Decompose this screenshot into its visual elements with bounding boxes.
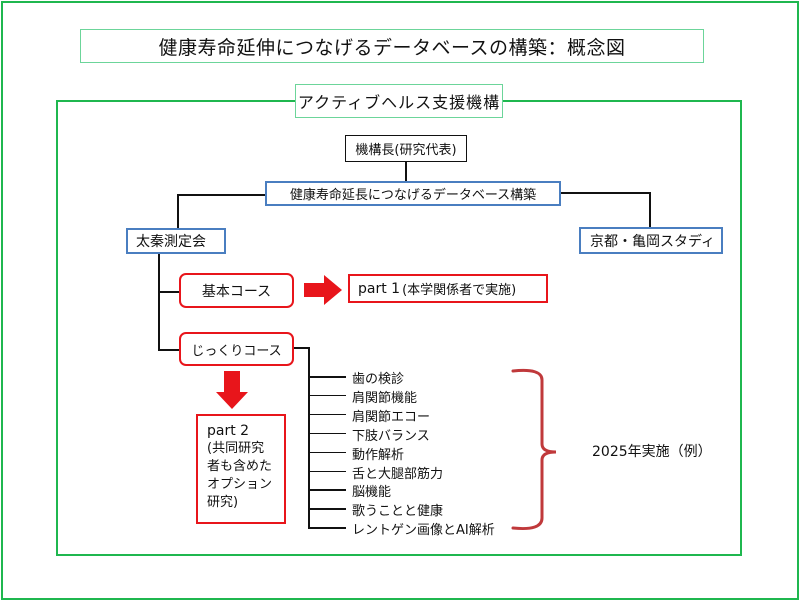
part1-note: (本学関係者で実施) <box>402 283 517 298</box>
item-tick <box>308 394 346 397</box>
connector-basic <box>158 291 179 293</box>
intensive-course-box: じっくりコース <box>179 332 294 366</box>
project-box: 健康寿命延長につなげるデータベース構築 <box>265 181 561 206</box>
part2-line: 者も含めた <box>207 459 273 474</box>
curly-brace-icon <box>511 368 557 530</box>
measurement-item: 動作解析 <box>352 447 405 463</box>
item-tick <box>308 508 346 510</box>
part2-label: part 2 <box>207 423 250 439</box>
item-tick <box>308 432 346 435</box>
item-tick <box>308 376 346 378</box>
uzumasa-box: 太秦測定会 <box>126 228 226 254</box>
connector-items-trunk <box>308 347 310 528</box>
item-tick <box>308 413 346 416</box>
measurement-item: 歯の検診 <box>352 372 405 387</box>
part2-box: part 2 (共同研究 者も含めた オプション 研究) <box>196 414 286 524</box>
connector-uzumasa-trunk <box>158 254 160 350</box>
item-tick <box>308 527 346 529</box>
diagram-title: 健康寿命延伸につなげるデータベースの構築：概念図 <box>80 29 704 63</box>
connector-right-down <box>649 192 651 227</box>
measurement-item: 肩関節機能 <box>352 390 418 406</box>
connector-director-project <box>405 162 407 181</box>
part1-box: part 1 (本学関係者で実施) <box>348 274 548 303</box>
part2-line: オプション <box>207 477 273 492</box>
measurement-item: 舌と大腿部筋力 <box>352 466 444 482</box>
measurement-item: レントゲン画像とAI解析 <box>352 523 495 539</box>
connector-project-right <box>561 192 650 194</box>
item-tick <box>308 489 346 491</box>
measurement-item: 脳機能 <box>352 485 392 501</box>
measurement-item: 下肢バランス <box>352 428 430 444</box>
part2-line: 研究) <box>207 495 239 510</box>
down-arrow-icon <box>216 371 248 409</box>
measurement-item: 肩関節エコー <box>352 409 431 425</box>
director-box: 機構長(研究代表) <box>345 135 467 162</box>
item-tick <box>308 470 346 472</box>
bracket-label: 2025年実施（例） <box>592 444 712 460</box>
connector-intensive-right <box>294 347 309 349</box>
item-tick <box>308 451 346 454</box>
connector-project-left <box>177 194 265 196</box>
measurement-item: 歌うことと健康 <box>352 504 444 520</box>
organization-title: アクティブヘルス支援機構 <box>295 84 503 118</box>
basic-course-box: 基本コース <box>179 273 294 308</box>
connector-intensive <box>158 349 179 351</box>
kyoto-kameoka-box: 京都・亀岡スタディ <box>579 227 723 254</box>
part1-label: part 1 <box>358 280 401 297</box>
connector-left-down <box>177 194 179 228</box>
part2-line: (共同研究 <box>207 441 265 456</box>
right-arrow-icon <box>304 275 342 305</box>
